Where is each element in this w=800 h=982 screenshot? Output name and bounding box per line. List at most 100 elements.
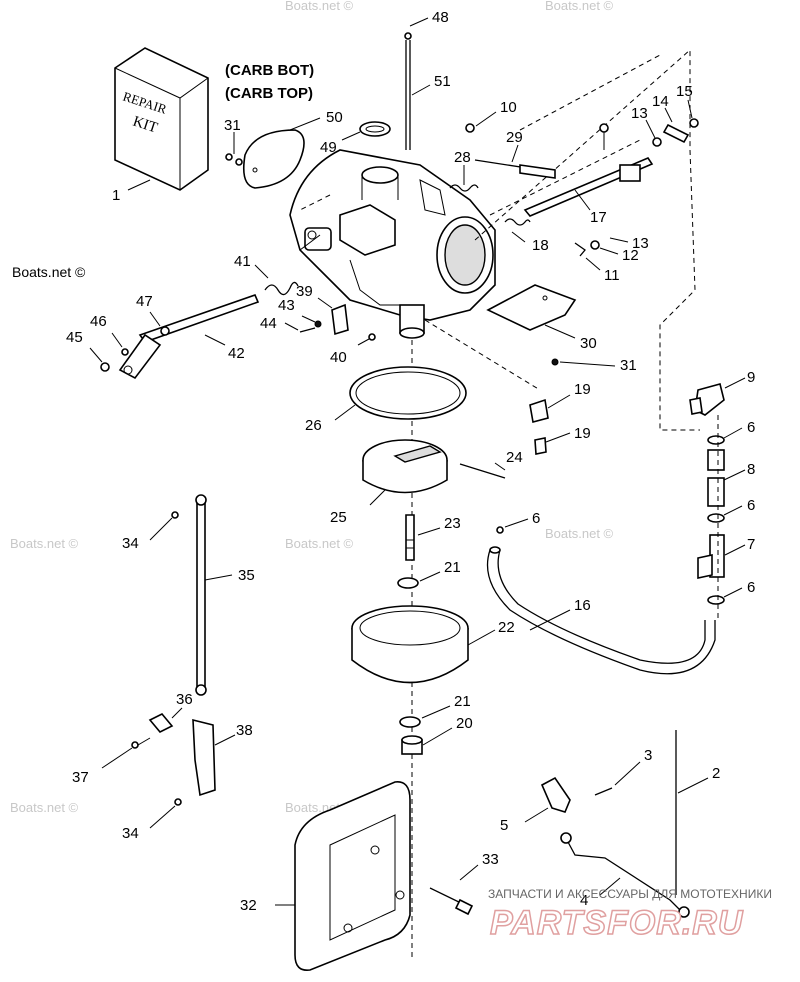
watermark-text: Boats.net © bbox=[285, 536, 354, 551]
label-2: 2 bbox=[712, 765, 720, 782]
label-13: 13 bbox=[631, 105, 648, 122]
brand-logo: ЗАПЧАСТИ И АКСЕССУАРЫ ДЛЯ МОТОТЕХНИКИ PA… bbox=[488, 887, 772, 943]
label-47: 47 bbox=[136, 293, 153, 310]
watermark-main: Boats.net © bbox=[12, 264, 86, 280]
drain-plug-20 bbox=[401, 727, 453, 755]
watermark-text-dark: Boats.net © bbox=[12, 264, 86, 280]
clip-11 bbox=[574, 242, 586, 257]
lever-5 bbox=[524, 776, 572, 844]
label-19: 19 bbox=[574, 381, 591, 398]
label-39: 39 bbox=[296, 283, 313, 300]
spring-28 bbox=[449, 165, 479, 192]
note-carb-top: (CARB TOP) bbox=[225, 85, 313, 102]
washer-21 bbox=[397, 577, 419, 589]
link-rod-4 bbox=[567, 841, 690, 918]
fuel-hose-16 bbox=[486, 546, 716, 675]
label-11: 11 bbox=[604, 267, 620, 284]
throttle-rod-35 bbox=[195, 494, 233, 696]
watermark-text: Boats.net © bbox=[10, 800, 79, 815]
label-10: 10 bbox=[500, 99, 517, 116]
label-9: 9 bbox=[747, 369, 755, 386]
watermark-text: Boats.net © bbox=[545, 0, 614, 13]
label-23: 23 bbox=[444, 515, 461, 532]
label-31: 31 bbox=[620, 357, 637, 374]
pin-3 bbox=[594, 787, 613, 796]
bracket-39 bbox=[331, 303, 349, 336]
air-silencer-32 bbox=[275, 781, 411, 972]
inlet-needle-23 bbox=[405, 514, 441, 561]
label-48: 48 bbox=[432, 9, 449, 26]
label-45: 45 bbox=[66, 329, 83, 346]
label-21: 21 bbox=[454, 693, 471, 710]
label-14: 14 bbox=[652, 93, 669, 110]
watermark-text: Boats.net © bbox=[10, 536, 79, 551]
label-6: 6 bbox=[747, 579, 755, 596]
part-labels: 1 2 3 4 5 6 6 6 6 7 8 9 10 11 12 13 13 1… bbox=[66, 9, 755, 914]
repair-kit-box: REPAIR KIT bbox=[114, 47, 209, 191]
o-ring-49 bbox=[359, 121, 391, 137]
clip-10 bbox=[465, 123, 475, 133]
watermark-text: Boats.net © bbox=[545, 526, 614, 541]
washer-13 bbox=[652, 137, 662, 147]
label-6: 6 bbox=[532, 510, 540, 527]
label-24: 24 bbox=[506, 449, 523, 466]
spring-18 bbox=[504, 218, 531, 226]
spring-41 bbox=[264, 281, 299, 296]
float-bowl-22 bbox=[351, 605, 496, 684]
label-49: 49 bbox=[320, 139, 337, 156]
float-25 bbox=[362, 439, 448, 506]
float-bowl-gasket-26 bbox=[349, 366, 467, 420]
label-29: 29 bbox=[506, 129, 523, 146]
label-43: 43 bbox=[278, 297, 295, 314]
label-8: 8 bbox=[747, 461, 755, 478]
label-34: 34 bbox=[122, 535, 139, 552]
label-4: 4 bbox=[580, 892, 588, 909]
gasket-50 bbox=[242, 129, 305, 189]
label-17: 17 bbox=[590, 209, 607, 226]
label-19: 19 bbox=[574, 425, 591, 442]
jet-19 bbox=[529, 394, 571, 455]
label-1: 1 bbox=[112, 187, 120, 204]
label-41: 41 bbox=[234, 253, 251, 270]
elbow-fitting-9 bbox=[689, 377, 746, 416]
screw-15 bbox=[689, 118, 699, 128]
label-50: 50 bbox=[326, 109, 343, 126]
repair-kit-text-2: KIT bbox=[131, 114, 160, 137]
note-carb-bot: (CARB BOT) bbox=[225, 62, 314, 79]
label-37: 37 bbox=[72, 769, 89, 786]
clip-14 bbox=[662, 123, 690, 144]
needle-48 bbox=[404, 17, 431, 150]
idle-screw-29 bbox=[474, 144, 556, 179]
label-35: 35 bbox=[238, 567, 255, 584]
label-13: 13 bbox=[632, 235, 649, 252]
label-44: 44 bbox=[260, 315, 277, 332]
label-46: 46 bbox=[90, 313, 107, 330]
label-36: 36 bbox=[176, 691, 193, 708]
label-28: 28 bbox=[454, 149, 471, 166]
label-51: 51 bbox=[434, 73, 451, 90]
watermark-text: Boats.net © bbox=[285, 0, 354, 13]
float-pin-24 bbox=[459, 463, 506, 479]
label-16: 16 bbox=[574, 597, 591, 614]
label-6: 6 bbox=[747, 419, 755, 436]
label-25: 25 bbox=[330, 509, 347, 526]
label-42: 42 bbox=[228, 345, 245, 362]
label-40: 40 bbox=[330, 349, 347, 366]
throttle-shaft-17 bbox=[523, 123, 654, 217]
watermarks: Boats.net © Boats.net © Boats.net © Boat… bbox=[10, 0, 614, 815]
label-5: 5 bbox=[500, 817, 508, 834]
label-30: 30 bbox=[580, 335, 597, 352]
bracket-38 bbox=[192, 718, 216, 797]
tube-8 bbox=[707, 449, 746, 507]
label-7: 7 bbox=[747, 536, 755, 553]
label-26: 26 bbox=[305, 417, 322, 434]
label-20: 20 bbox=[456, 715, 473, 732]
label-18: 18 bbox=[532, 237, 549, 254]
label-38: 38 bbox=[236, 722, 253, 739]
gasket-30 bbox=[486, 284, 577, 331]
label-31: 31 bbox=[224, 117, 241, 134]
label-21: 21 bbox=[444, 559, 461, 576]
brand-subtitle: ЗАПЧАСТИ И АКСЕССУАРЫ ДЛЯ МОТОТЕХНИКИ bbox=[488, 887, 772, 901]
label-34: 34 bbox=[122, 825, 139, 842]
